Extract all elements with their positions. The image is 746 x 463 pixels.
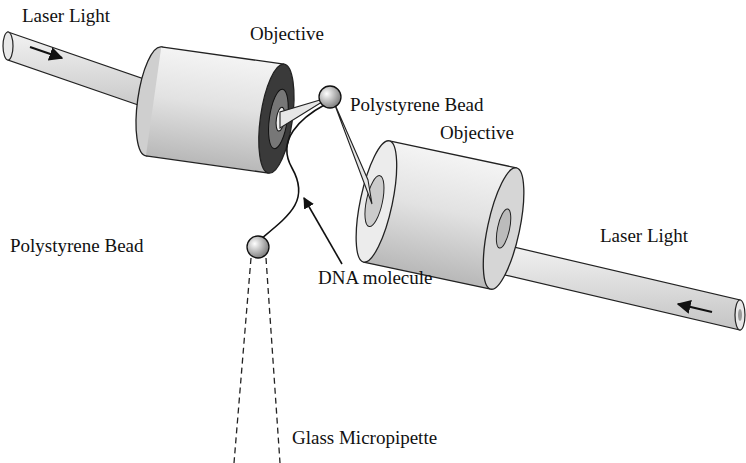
part-label: Objective bbox=[250, 24, 324, 45]
part-label: Polystyrene Bead bbox=[350, 95, 484, 116]
objective-lens bbox=[130, 45, 300, 176]
focused-beam bbox=[333, 100, 372, 204]
leader-arrow bbox=[304, 198, 342, 264]
bead bbox=[319, 86, 341, 108]
bead bbox=[247, 236, 269, 258]
part-label: Glass Micropipette bbox=[292, 428, 437, 449]
dna-strand bbox=[262, 104, 326, 238]
part-label: Polystyrene Bead bbox=[10, 236, 144, 257]
laser-beam bbox=[505, 245, 745, 330]
micropipette bbox=[234, 258, 280, 463]
part-label: Laser Light bbox=[600, 226, 688, 247]
part-label: DNA molecule bbox=[318, 268, 433, 289]
part-label: Objective bbox=[440, 123, 514, 144]
part-label: Laser Light bbox=[22, 6, 110, 27]
